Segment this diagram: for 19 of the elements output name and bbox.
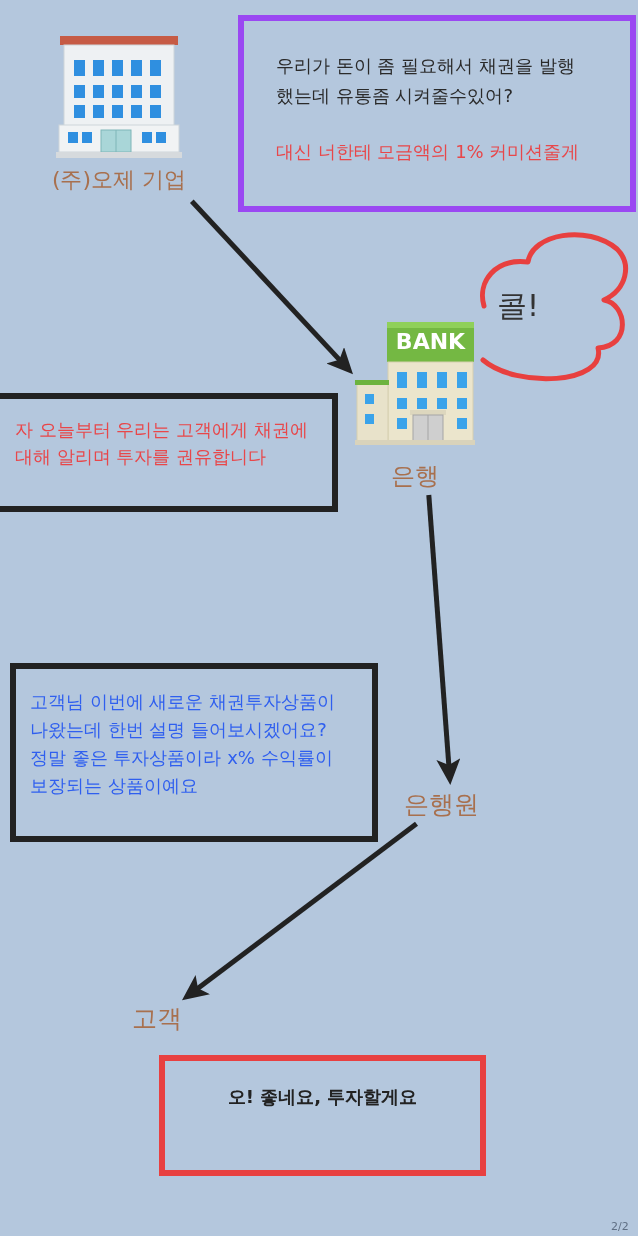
arrow (426, 494, 461, 786)
message-box (0, 393, 338, 512)
node-label: 은행 (390, 461, 440, 492)
message-box (10, 663, 378, 842)
sign-text: BANK (394, 328, 467, 356)
speech-text: 자 오늘부터 우리는 고객에게 채권에 대해 알리며 투자를 권유합니다 (15, 418, 309, 469)
page-number: 2/2 (611, 1220, 629, 1233)
role-label: 은행원 (404, 789, 479, 821)
node-label: (주)오제 기업 (50, 166, 188, 194)
message-box (238, 15, 636, 212)
speech-text: 대신 너한테 모금액의 1% 커미션줄게 (276, 140, 581, 164)
speech-text: 우리가 돈이 좀 필요해서 채권을 발행 했는데 유통좀 시켜줄수있어? (276, 54, 576, 108)
speech-text: 고객님 이번에 새로운 채권투자상품이 나왔는데 한번 설명 들어보시겠어요? 정말 좋은 투자상품이라 x% 수익률이 보장되는 상품이예요 (30, 690, 337, 798)
arrow (180, 821, 418, 1003)
speech-text: 오! 좋네요, 투자할게요 (226, 1085, 419, 1109)
cloud-text: 콜! (497, 287, 540, 325)
arrow (189, 199, 355, 376)
role-label: 고객 (132, 1003, 182, 1035)
reply-box (159, 1055, 486, 1176)
